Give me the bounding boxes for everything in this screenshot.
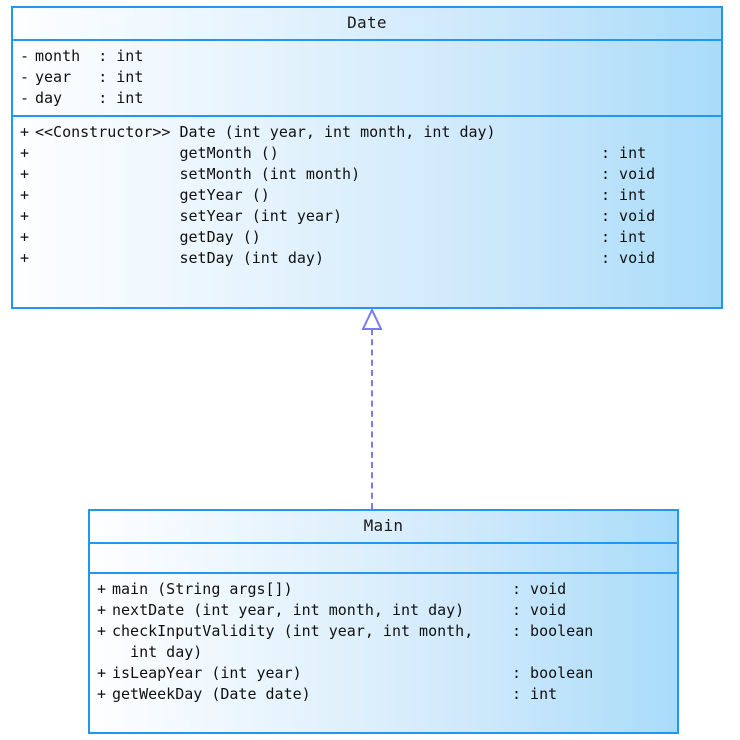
- attribute-name: day: [35, 89, 63, 107]
- method-row: + getYear () : int: [13, 185, 721, 206]
- connector-dashed-line: [371, 329, 373, 509]
- method-name-params: setYear (int year): [179, 207, 343, 225]
- method-name-params: getDay (): [179, 228, 261, 246]
- method-signature: getWeekDay (Date date): [112, 685, 311, 703]
- visibility-marker: +: [20, 144, 30, 162]
- method-signature: nextDate (int year, int month, int day): [112, 601, 465, 619]
- method-return-type: : int: [601, 186, 647, 204]
- method-return-type: : boolean: [512, 664, 594, 682]
- method-row: + setYear (int year) : void: [13, 206, 721, 227]
- method-return-type: : void: [601, 207, 656, 225]
- visibility-marker: +: [20, 249, 30, 267]
- method-signature: <<Constructor>> Date (int year, int month…: [35, 122, 597, 143]
- method-signature: getDay (): [35, 227, 597, 248]
- visibility-marker: +: [20, 228, 30, 246]
- method-row: + getDay () : int: [13, 227, 721, 248]
- method-name-params: setDay (int day): [179, 249, 324, 267]
- visibility-marker: +: [97, 580, 107, 598]
- method-signature: checkInputValidity (int year, int month,…: [112, 622, 474, 661]
- method-return-type: : int: [601, 144, 647, 162]
- class-box-date[interactable]: Date - month : int - year : int - day : int…: [11, 6, 723, 309]
- method-return-type: : void: [512, 601, 567, 619]
- attribute-signature: month : int: [35, 46, 721, 67]
- visibility-marker: +: [20, 123, 30, 141]
- method-row: + <<Constructor>> Date (int year, int mon…: [13, 122, 721, 143]
- class-box-main[interactable]: Main + main (String args[]) : void + nex…: [88, 509, 679, 734]
- method-return-type: : int: [512, 685, 558, 703]
- method-return-type: : int: [601, 228, 647, 246]
- method-signature: setYear (int year): [35, 206, 597, 227]
- visibility-marker: -: [20, 47, 30, 65]
- method-row: + isLeapYear (int year) : boolean: [90, 663, 677, 684]
- attributes-compartment-date: - month : int - year : int - day : int: [13, 41, 721, 117]
- attribute-name: year: [35, 68, 72, 86]
- method-name-params: getYear (): [179, 186, 270, 204]
- method-name-params: setMonth (int month): [179, 165, 361, 183]
- attribute-type: : int: [98, 89, 144, 107]
- method-signature: main (String args[]): [112, 580, 293, 598]
- attributes-compartment-main: [90, 544, 677, 574]
- visibility-marker: +: [20, 207, 30, 225]
- attribute-row: - month : int: [13, 46, 721, 67]
- methods-compartment-date: + <<Constructor>> Date (int year, int mon…: [13, 117, 721, 275]
- method-name-params: getMonth (): [179, 144, 279, 162]
- realization-connector: [360, 309, 384, 509]
- method-name-params: Date (int year, int month, int day): [179, 123, 496, 141]
- method-signature: isLeapYear (int year): [112, 664, 302, 682]
- attribute-name: month: [35, 47, 81, 65]
- method-signature: getMonth (): [35, 143, 597, 164]
- attribute-type: : int: [98, 47, 144, 65]
- method-return-type: : void: [601, 165, 656, 183]
- method-signature: getYear (): [35, 185, 597, 206]
- method-signature: setMonth (int month): [35, 164, 597, 185]
- method-row: + setMonth (int month) : void: [13, 164, 721, 185]
- visibility-marker: -: [20, 89, 30, 107]
- hollow-triangle-arrowhead-icon: [361, 309, 383, 330]
- visibility-marker: -: [20, 68, 30, 86]
- visibility-marker: +: [97, 664, 107, 682]
- visibility-marker: +: [97, 685, 107, 703]
- class-title-compartment-main: Main: [90, 511, 677, 544]
- method-return-type: : void: [601, 249, 656, 267]
- method-return-type: : boolean: [512, 622, 594, 640]
- attribute-row: - year : int: [13, 67, 721, 88]
- attribute-row: - day : int: [13, 88, 721, 109]
- method-row: + getMonth () : int: [13, 143, 721, 164]
- visibility-marker: +: [20, 186, 30, 204]
- visibility-marker: +: [97, 622, 107, 640]
- class-name-date: Date: [347, 13, 387, 32]
- method-row: + checkInputValidity (int year, int mont…: [90, 621, 677, 663]
- method-row: + getWeekDay (Date date) : int: [90, 684, 677, 705]
- visibility-marker: +: [20, 165, 30, 183]
- visibility-marker: +: [97, 601, 107, 619]
- method-stereotype: <<Constructor>>: [35, 123, 171, 141]
- attribute-signature: year : int: [35, 67, 721, 88]
- method-signature: setDay (int day): [35, 248, 597, 269]
- methods-compartment-main: + main (String args[]) : void + nextDate…: [90, 574, 677, 711]
- attribute-signature: day : int: [35, 88, 721, 109]
- method-row: + nextDate (int year, int month, int day…: [90, 600, 677, 621]
- method-return-type: : void: [512, 580, 567, 598]
- method-row: + main (String args[]) : void: [90, 579, 677, 600]
- class-title-compartment-date: Date: [13, 8, 721, 41]
- class-name-main: Main: [363, 516, 404, 535]
- method-row: + setDay (int day) : void: [13, 248, 721, 269]
- attribute-type: : int: [98, 68, 144, 86]
